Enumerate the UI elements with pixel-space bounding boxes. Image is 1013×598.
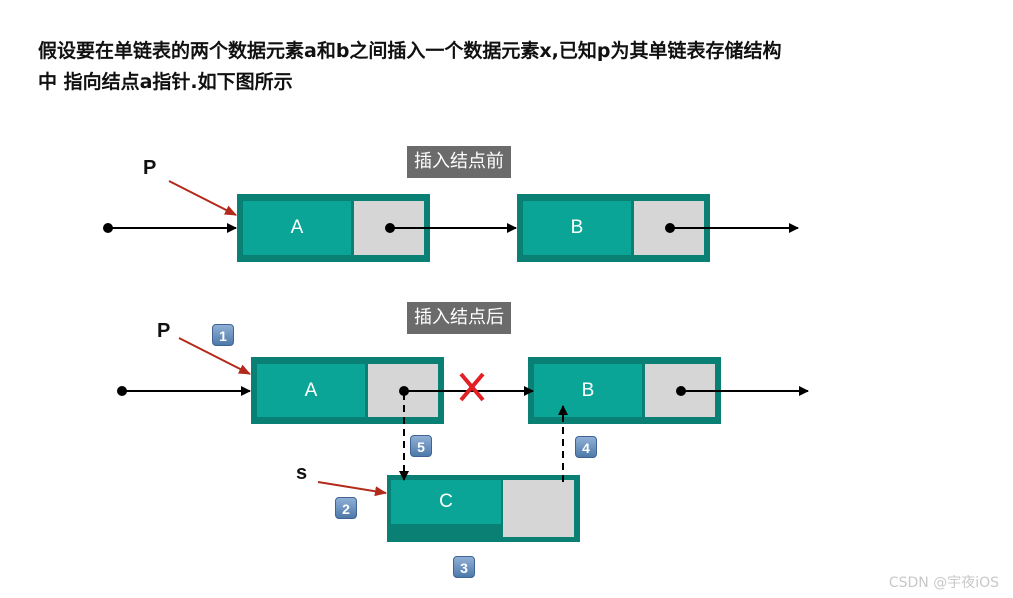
step-badge-1: 1 xyxy=(212,324,234,346)
s-label: s xyxy=(296,462,308,484)
before-node-b-data: B xyxy=(523,201,631,255)
after-node-c-next xyxy=(503,480,574,537)
after-node-c-data: C xyxy=(391,480,501,524)
after-p-arrow xyxy=(178,337,251,375)
step-badge-3: 3 xyxy=(453,556,475,578)
before-p-arrow xyxy=(168,180,237,216)
step-badge-2: 2 xyxy=(335,497,357,519)
after-node-b-data: B xyxy=(534,364,642,417)
before-p-label: P xyxy=(143,157,157,179)
after-node-c: C xyxy=(387,475,580,542)
step-badge-5: 5 xyxy=(410,435,432,457)
after-node-a-data: A xyxy=(257,364,365,417)
intro-line-1: 假设要在单链表的两个数据元素a和b之间插入一个数据元素x,已知p为其单链表存储结… xyxy=(38,40,782,62)
caption-before: 插入结点前 xyxy=(407,146,511,178)
caption-after: 插入结点后 xyxy=(407,302,511,334)
s-arrow xyxy=(317,481,387,497)
cross-icon xyxy=(459,372,485,402)
after-p-label: P xyxy=(157,320,171,342)
watermark: CSDN @宇夜iOS xyxy=(888,575,999,591)
before-node-a-data: A xyxy=(243,201,351,255)
after-node-b: B xyxy=(528,357,721,424)
intro-text: 假设要在单链表的两个数据元素a和b之间插入一个数据元素x,已知p为其单链表存储结… xyxy=(38,36,998,98)
step-badge-4: 4 xyxy=(575,436,597,458)
intro-line-2: 中 指向结点a指针.如下图所示 xyxy=(38,71,293,93)
